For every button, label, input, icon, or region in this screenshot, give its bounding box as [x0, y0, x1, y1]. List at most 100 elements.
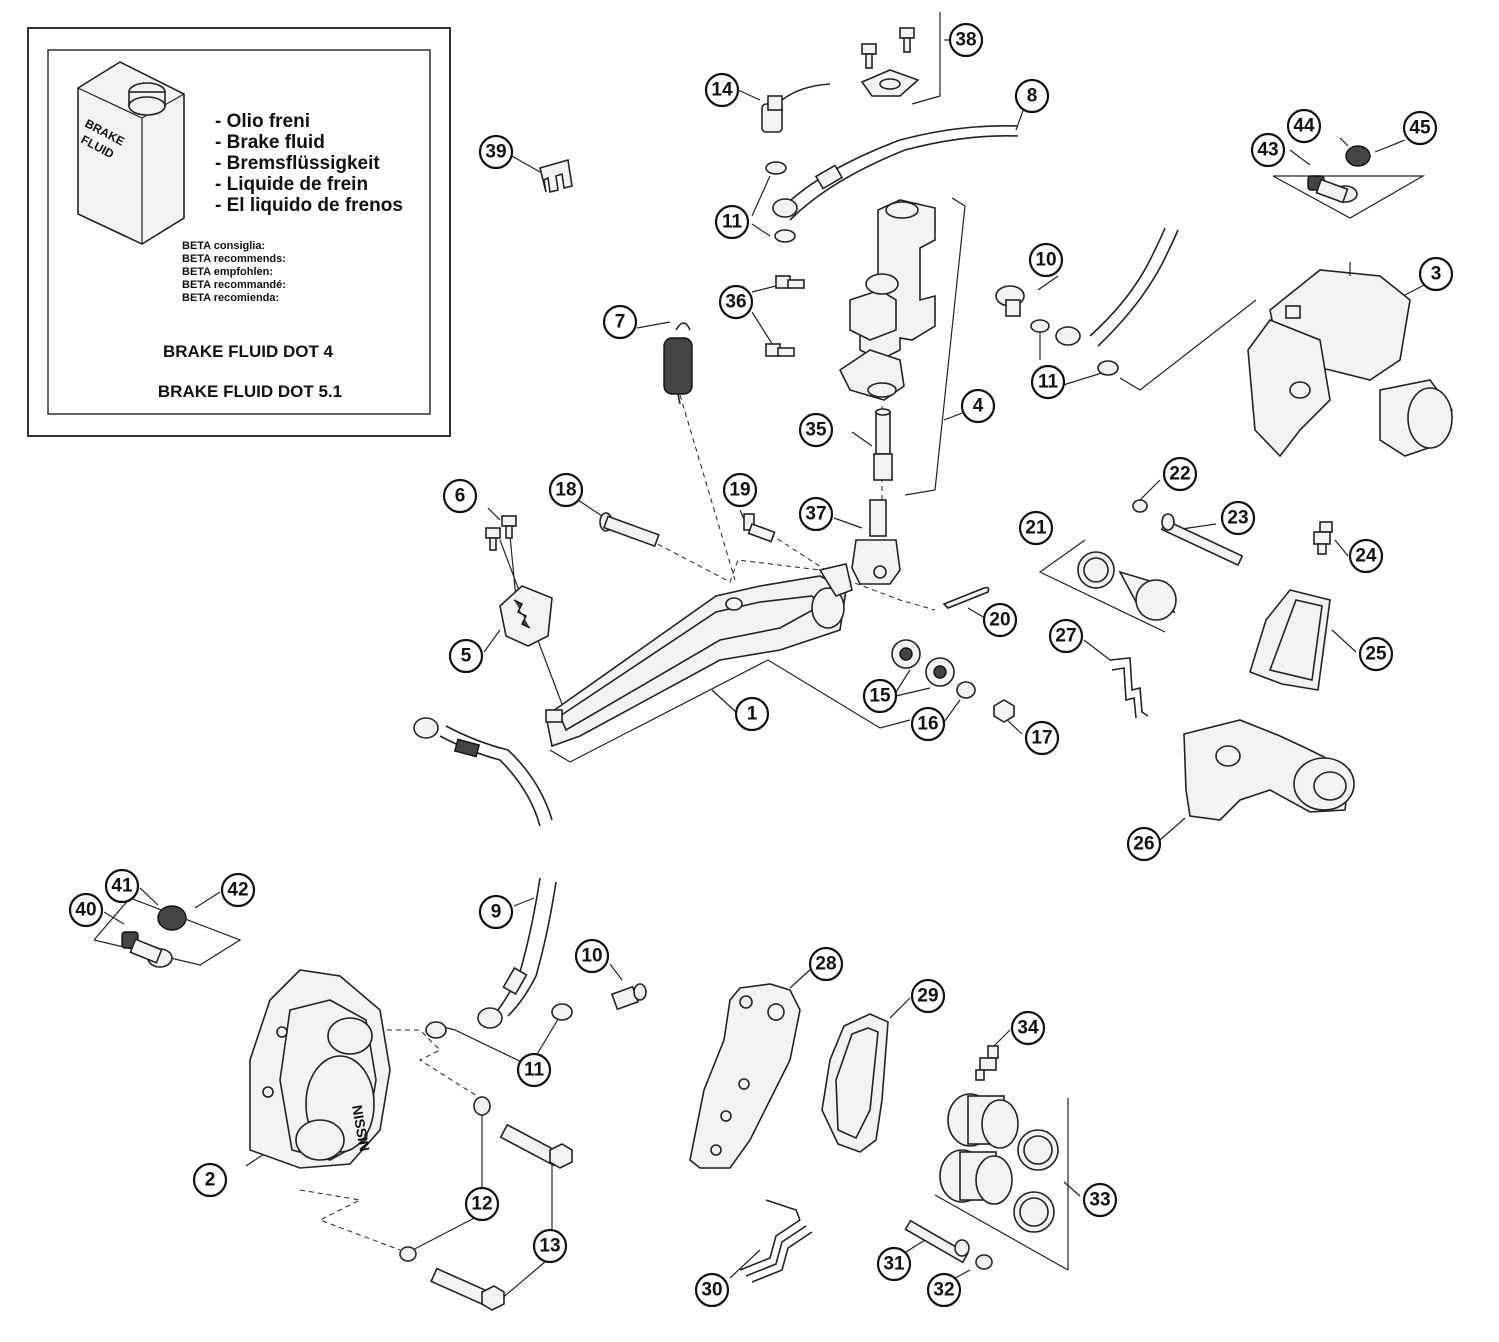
svg-text:16: 16 — [917, 714, 938, 735]
svg-text:3: 3 — [1431, 264, 1442, 285]
caliper-bracket-26 — [1183, 719, 1355, 821]
fluid-name-it: - Olio freni — [215, 111, 310, 132]
callout-33: 33 — [1082, 1182, 1118, 1218]
recommend-it: BETA consiglia: — [182, 240, 265, 252]
callout-11-right: 11 — [1030, 364, 1066, 400]
clip-39 — [539, 158, 573, 193]
pad-spring-27 — [1109, 657, 1149, 719]
fluid-name-de: - Bremsflüssigkeit — [215, 153, 380, 174]
pivot-pin-18 — [599, 512, 660, 548]
svg-text:14: 14 — [711, 80, 733, 101]
svg-text:37: 37 — [805, 504, 826, 525]
svg-text:17: 17 — [1031, 728, 1052, 749]
caliper-brand-label: NISSIN — [349, 1104, 373, 1153]
callout-9: 9 — [478, 894, 514, 930]
pin-31 — [904, 1219, 970, 1264]
recommend-es: BETA recomienda: — [182, 292, 279, 304]
brake-hose-8 — [779, 124, 1019, 221]
svg-text:28: 28 — [815, 954, 836, 975]
svg-text:4: 4 — [973, 396, 984, 417]
callout-23: 23 — [1220, 500, 1256, 536]
brake-pedal-1 — [545, 563, 853, 748]
svg-text:11: 11 — [1038, 372, 1059, 393]
svg-text:6: 6 — [455, 486, 466, 507]
svg-text:26: 26 — [1133, 834, 1154, 855]
svg-text:34: 34 — [1017, 1018, 1039, 1039]
callout-25: 25 — [1358, 636, 1394, 672]
front-caliper-2: NISSIN — [249, 969, 391, 1169]
callout-11-lower: 11 — [516, 1052, 552, 1088]
fluid-name-es: - El liquido de frenos — [215, 195, 403, 216]
svg-text:18: 18 — [555, 480, 576, 501]
pistons-and-seals-33 — [939, 1093, 1059, 1233]
callout-37: 37 — [798, 496, 834, 532]
clip-19 — [743, 513, 776, 543]
brake-hose-rear-top — [1055, 227, 1179, 347]
svg-text:40: 40 — [75, 900, 96, 921]
callout-39: 39 — [478, 134, 514, 170]
washers-11-right — [1030, 319, 1119, 376]
washer-16 — [956, 681, 976, 699]
svg-text:11: 11 — [524, 1060, 545, 1081]
callout-41: 41 — [104, 868, 140, 904]
callout-18: 18 — [548, 472, 584, 508]
svg-text:24: 24 — [1355, 546, 1377, 567]
svg-text:43: 43 — [1257, 140, 1278, 161]
svg-text:42: 42 — [227, 880, 248, 901]
callout-27: 27 — [1048, 618, 1084, 654]
svg-text:33: 33 — [1089, 1190, 1110, 1211]
cap-22 — [1132, 499, 1148, 513]
washers-12 — [399, 1096, 491, 1262]
master-cylinder-4 — [838, 199, 936, 401]
callout-4: 4 — [960, 388, 996, 424]
callout-38: 38 — [948, 22, 984, 58]
brake-pad-29 — [821, 1013, 889, 1153]
cap-32 — [975, 1254, 993, 1270]
callout-44: 44 — [1286, 108, 1322, 144]
svg-text:7: 7 — [615, 312, 626, 333]
svg-text:32: 32 — [933, 1280, 954, 1301]
callout-40: 40 — [68, 892, 104, 928]
svg-text:41: 41 — [111, 876, 133, 897]
bleeder-cap-40-42 — [121, 905, 187, 968]
washers-11-top — [765, 161, 798, 243]
cotter-pin-20 — [942, 586, 990, 609]
rear-caliper-3 — [1247, 262, 1453, 458]
callout-19: 19 — [722, 472, 758, 508]
bleeder-24 — [1313, 521, 1333, 555]
callout-6: 6 — [442, 478, 478, 514]
bolts-36 — [765, 275, 805, 357]
svg-text:19: 19 — [729, 480, 750, 501]
svg-text:35: 35 — [805, 420, 827, 441]
callout-26: 26 — [1126, 826, 1162, 862]
callout-8: 8 — [1014, 78, 1050, 114]
callout-32: 32 — [926, 1272, 962, 1308]
brake-hose-lower-pedal — [413, 717, 553, 827]
recommend-de: BETA empfohlen: — [182, 266, 273, 278]
callout-43: 43 — [1250, 132, 1286, 168]
brake-fluid-can-icon: BRAKE FLUID — [77, 61, 185, 245]
leader-lines — [93, 12, 1431, 1301]
hose-fitting-14 — [761, 83, 831, 133]
callout-21: 21 — [1018, 510, 1054, 546]
piston-21 — [1077, 551, 1177, 621]
spring-7 — [663, 322, 693, 405]
svg-text:9: 9 — [491, 902, 502, 923]
svg-text:29: 29 — [917, 986, 938, 1007]
bleeder-34 — [975, 1045, 999, 1081]
callout-10-lower: 10 — [574, 938, 610, 974]
svg-text:10: 10 — [581, 946, 602, 967]
callout-7: 7 — [602, 304, 638, 340]
pad-spring-30 — [739, 1199, 813, 1283]
callout-13: 13 — [532, 1228, 568, 1264]
callout-14: 14 — [704, 72, 740, 108]
svg-text:22: 22 — [1169, 464, 1190, 485]
svg-text:44: 44 — [1293, 116, 1315, 137]
callout-45: 45 — [1402, 110, 1438, 146]
pedal-tip-5 — [499, 585, 553, 647]
svg-text:45: 45 — [1409, 118, 1431, 139]
callout-22: 22 — [1162, 456, 1198, 492]
svg-text:10: 10 — [1035, 250, 1056, 271]
svg-text:1: 1 — [747, 704, 758, 725]
banjo-bolt-10-top — [995, 285, 1025, 317]
